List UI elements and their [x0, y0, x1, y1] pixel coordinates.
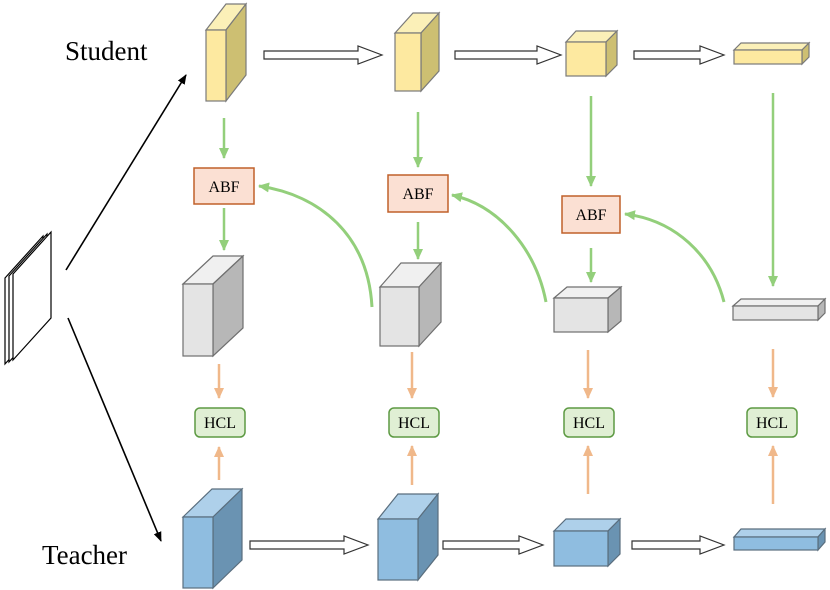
student-feature-cube [564, 29, 619, 78]
teacher-feature-cube [376, 492, 440, 582]
arrow-to-student [65, 74, 187, 271]
fused-feature-cube [731, 297, 827, 322]
fused-feature-cube [378, 261, 443, 348]
abf-label: ABF [575, 207, 606, 224]
hcl-module-box: HCL [563, 407, 615, 438]
abf-module-box: ABF [387, 174, 449, 213]
input-image-icon [4, 230, 52, 366]
student-flow-arrows [263, 45, 726, 65]
fused-feature-cube [552, 285, 623, 334]
teacher-feature-cube [732, 527, 827, 552]
fused-feature-cube [181, 254, 245, 358]
student-feature-cube [204, 2, 248, 103]
hcl-module-box: HCL [388, 407, 440, 438]
abf-label: ABF [402, 186, 433, 203]
student-feature-cube [393, 11, 441, 93]
abf-module-box: ABF [561, 195, 621, 234]
hcl-label: HCL [573, 415, 605, 432]
hcl-label: HCL [756, 415, 788, 432]
teacher-feature-cube [552, 517, 622, 568]
green-feedback-curves [258, 182, 726, 308]
student-label: Student [65, 36, 148, 66]
abf-label: ABF [208, 179, 239, 196]
hcl-module-box: HCL [194, 407, 246, 438]
green-flow-arrows [219, 93, 778, 287]
teacher-flow-arrows [249, 535, 726, 555]
student-feature-cube [732, 41, 811, 66]
abf-module-box: ABF [193, 167, 255, 205]
hcl-label: HCL [204, 415, 236, 432]
hcl-module-box: HCL [746, 407, 798, 438]
hcl-label: HCL [398, 415, 430, 432]
arrow-to-teacher [67, 317, 162, 542]
orange-flow-arrows [214, 349, 778, 504]
teacher-feature-cube [181, 487, 244, 590]
teacher-label: Teacher [42, 540, 127, 570]
